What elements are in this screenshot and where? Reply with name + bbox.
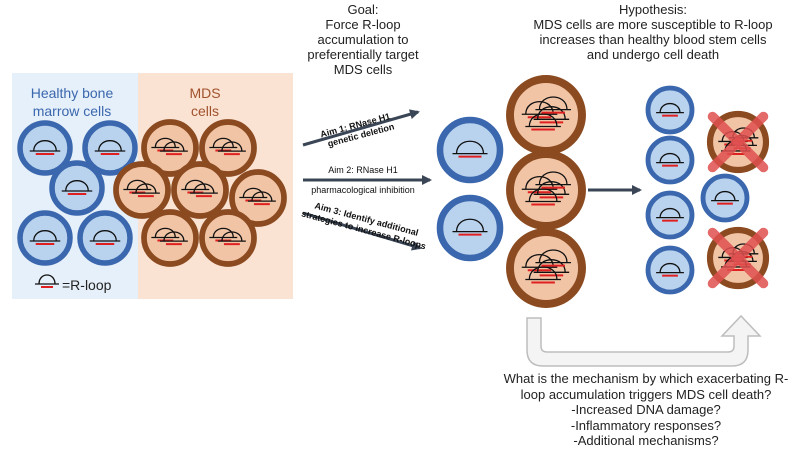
mds-cell xyxy=(229,169,287,227)
surviving-healthy-cell xyxy=(645,190,695,240)
mds-cell xyxy=(113,161,171,219)
hypothesis-block: Hypothesis: MDS cells are more susceptib… xyxy=(528,2,778,62)
mds-cells-group xyxy=(113,119,287,267)
goal-text: Force R-loop accumulation to preferentia… xyxy=(307,17,419,77)
goal-heading: Goal: xyxy=(347,2,379,17)
rloop-icon xyxy=(94,140,126,155)
rloop-icon xyxy=(89,230,121,245)
mds-cell xyxy=(199,119,257,177)
mechanism-question: What is the mechanism by which exacerbat… xyxy=(503,371,789,402)
healthy-cell xyxy=(17,120,73,176)
hypothesis-text: MDS cells are more susceptible to R-loop… xyxy=(533,17,773,62)
rloop-icon xyxy=(29,140,61,155)
mds-label-line1: MDS xyxy=(189,85,220,101)
rloop-icon xyxy=(656,262,684,277)
surviving-healthy-cell xyxy=(645,85,695,135)
rloop-icon xyxy=(535,249,571,267)
rloop-icon xyxy=(131,183,160,198)
surviving-healthy-cell xyxy=(700,173,750,223)
mechanism-block: What is the mechanism by which exacerbat… xyxy=(496,371,796,449)
healthy-cells-group xyxy=(17,120,138,266)
rloop-legend-icon-shape xyxy=(35,274,59,288)
mds-cell xyxy=(141,209,199,267)
rloop-icon xyxy=(61,180,93,195)
rloop-icon xyxy=(452,218,488,236)
aim1-arrow xyxy=(302,109,420,147)
surviving-healthy-cell xyxy=(645,245,695,295)
rloop-icon xyxy=(247,191,276,206)
mds-cell xyxy=(171,161,229,219)
goal-block: Goal: Force R-loop accumulation to prefe… xyxy=(298,2,428,77)
legend-label: =R-loop xyxy=(62,277,112,293)
rloop-icon xyxy=(217,231,246,246)
rloop-icon xyxy=(525,266,561,284)
healthy-cell xyxy=(49,160,105,216)
aim3-arrow xyxy=(302,211,422,251)
mechanism-item-inflammatory: -Inflammatory responses? xyxy=(570,417,722,433)
rloop-icon xyxy=(189,183,218,198)
surviving-healthy-cell xyxy=(645,135,695,185)
aim2-label-line1: Aim 2: RNase H1 xyxy=(328,165,398,175)
outcome-cells-group xyxy=(645,85,770,295)
rloop-icon xyxy=(656,152,684,167)
healthy-cell xyxy=(82,120,138,176)
treated-cells-group xyxy=(436,75,586,308)
rloop-icon xyxy=(535,96,571,114)
treated-mds-cell xyxy=(506,150,586,230)
aim2-label-line2: pharmacological inhibition xyxy=(311,185,415,195)
rloop-icon xyxy=(533,106,570,124)
mechanism-loop-arrow-shape xyxy=(526,314,762,367)
dead-cell-cross-icon xyxy=(707,111,769,173)
rloop-icon xyxy=(217,141,246,156)
hypothesis-heading: Hypothesis: xyxy=(619,2,687,17)
rloop-icon xyxy=(452,140,488,158)
rloop-icon xyxy=(533,259,570,277)
rloop-icon xyxy=(525,188,561,206)
mechanism-item-additional: -Additional mechanisms? xyxy=(573,433,719,448)
rloop-icon xyxy=(656,207,684,222)
rloop-icon xyxy=(535,171,571,189)
rloop-icon xyxy=(159,231,188,246)
treated-mds-cell xyxy=(506,228,586,308)
healthy-cell xyxy=(17,210,73,266)
treated-healthy-cell xyxy=(436,194,504,262)
treated-mds-cell xyxy=(506,75,586,155)
mds-label-line2: cells xyxy=(191,103,219,119)
rloop-icon xyxy=(159,141,188,156)
healthy-label-line1: Healthy bone xyxy=(31,85,114,101)
healthy-label-line2: marrow cells xyxy=(33,103,112,119)
dead-cell-cross-icon xyxy=(707,227,769,289)
rloop-icon xyxy=(711,190,739,205)
healthy-cell xyxy=(77,210,133,266)
rloop-icon xyxy=(533,181,570,199)
rloop-icon xyxy=(29,230,61,245)
mds-cell xyxy=(199,209,257,267)
rloop-icon xyxy=(656,102,684,117)
mechanism-item-dna-damage: -Increased DNA damage? xyxy=(571,402,721,417)
mds-cell xyxy=(141,119,199,177)
rloop-legend-icon xyxy=(35,274,59,288)
treated-healthy-cell xyxy=(436,116,504,184)
rloop-icon xyxy=(525,113,561,131)
